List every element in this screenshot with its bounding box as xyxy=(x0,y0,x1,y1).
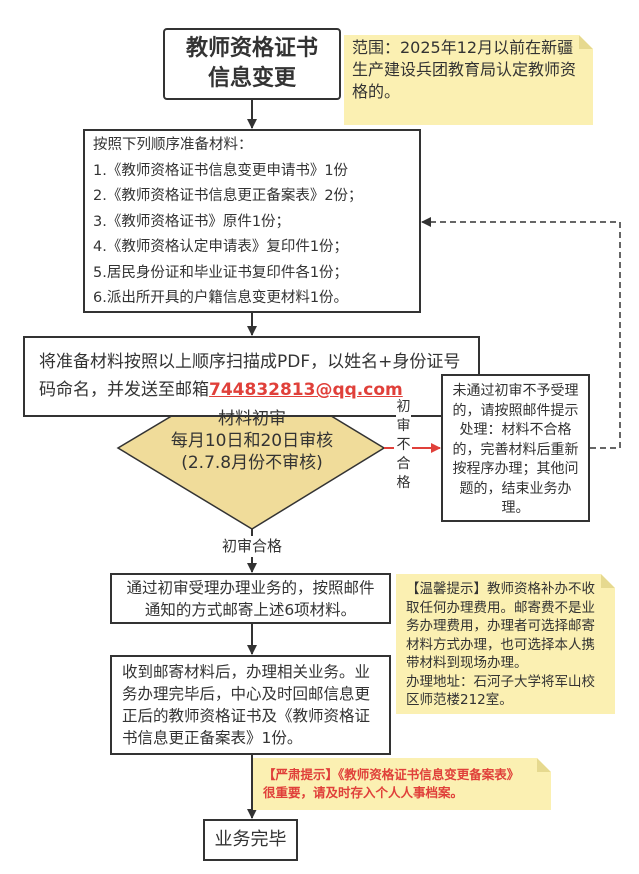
review-line2: 每月10日和20日审核 xyxy=(170,431,334,451)
material-item: 3.《教师资格证书》原件1份； xyxy=(93,213,291,230)
fail-box: 未通过初审不予受理的，请按照邮件提示处理：材料不合格的，完善材料后重新按程序办理… xyxy=(441,374,590,522)
material-item: 6.派出所开具的户籍信息变更材料1份。 xyxy=(93,290,349,306)
scope-note: 范围：2025年12月以前在新疆生产建设兵团教育局认定教师资格的。 xyxy=(344,35,593,125)
materials-heading: 按照下列顺序准备材料： xyxy=(93,137,253,153)
scan-step-box: 将准备材料按照以上顺序扫描成PDF，以姓名+身份证号码命名，并发送至邮箱7448… xyxy=(23,336,480,417)
serious-tip-line2: 很重要，请及时存入个人人事档案。 xyxy=(263,785,464,800)
review-text: 材料初审 每月10日和20日审核 (2.7.8月份不审核) xyxy=(140,408,364,474)
review-line1: 材料初审 xyxy=(218,409,286,429)
title-line1: 教师资格证书 xyxy=(185,36,318,61)
fail-label: 初审不合格 xyxy=(396,398,411,493)
review-line3: (2.7.8月份不审核) xyxy=(181,453,323,473)
serious-tip-note: 【严肃提示】《教师资格证书信息变更备案表》 很重要，请及时存入个人人事档案。 xyxy=(253,758,551,810)
email-link[interactable]: 744832813@qq.com xyxy=(209,380,403,400)
scan-step-text: 将准备材料按照以上顺序扫描成PDF，以姓名+身份证号码命名，并发送至邮箱 xyxy=(39,352,461,400)
scope-note-text: 范围：2025年12月以前在新疆生产建设兵团教育局认定教师资格的。 xyxy=(352,38,577,101)
warm-tip-address: 办理地址：石河子大学将军山校区师范楼212室。 xyxy=(406,673,595,708)
end-text: 业务完毕 xyxy=(214,829,287,850)
warm-tip-note: 【温馨提示】教师资格补办不收取任何办理费用。邮寄费不是业务办理费用，办理者可选择… xyxy=(396,574,615,714)
serious-tip-line1: 【严肃提示】《教师资格证书信息变更备案表》 xyxy=(263,767,520,782)
mail-step-text: 通过初审受理办理业务的，按照邮件通知的方式邮寄上述6项材料。 xyxy=(126,579,375,619)
process-step-text: 收到邮寄材料后，办理相关业务。业务办理完毕后，中心及时回邮信息更正后的教师资格证… xyxy=(122,663,371,747)
material-item: 1.《教师资格证书信息变更申请书》1份 xyxy=(93,162,349,179)
title-box: 教师资格证书 信息变更 xyxy=(163,28,341,100)
process-step-box: 收到邮寄材料后，办理相关业务。业务办理完毕后，中心及时回邮信息更正后的教师资格证… xyxy=(110,655,391,755)
end-box: 业务完毕 xyxy=(203,819,298,861)
pass-label: 初审合格 xyxy=(214,536,290,556)
fail-box-text: 未通过初审不予受理的，请按照邮件提示处理：材料不合格的，完善材料后重新按程序办理… xyxy=(452,383,579,516)
material-item: 4.《教师资格认定申请表》复印件1份； xyxy=(93,239,349,255)
mail-step-box: 通过初审受理办理业务的，按照邮件通知的方式邮寄上述6项材料。 xyxy=(110,573,391,624)
material-item: 2.《教师资格证书信息更正备案表》2份； xyxy=(93,188,363,204)
title-line2: 信息变更 xyxy=(207,66,296,91)
materials-box: 按照下列顺序准备材料： 1.《教师资格证书信息变更申请书》1份 2.《教师资格证… xyxy=(83,129,421,313)
material-item: 5.居民身份证和毕业证书复印件各1份； xyxy=(93,264,349,281)
warm-tip-text: 【温馨提示】教师资格补办不收取任何办理费用。邮寄费不是业务办理费用，办理者可选择… xyxy=(406,581,595,671)
